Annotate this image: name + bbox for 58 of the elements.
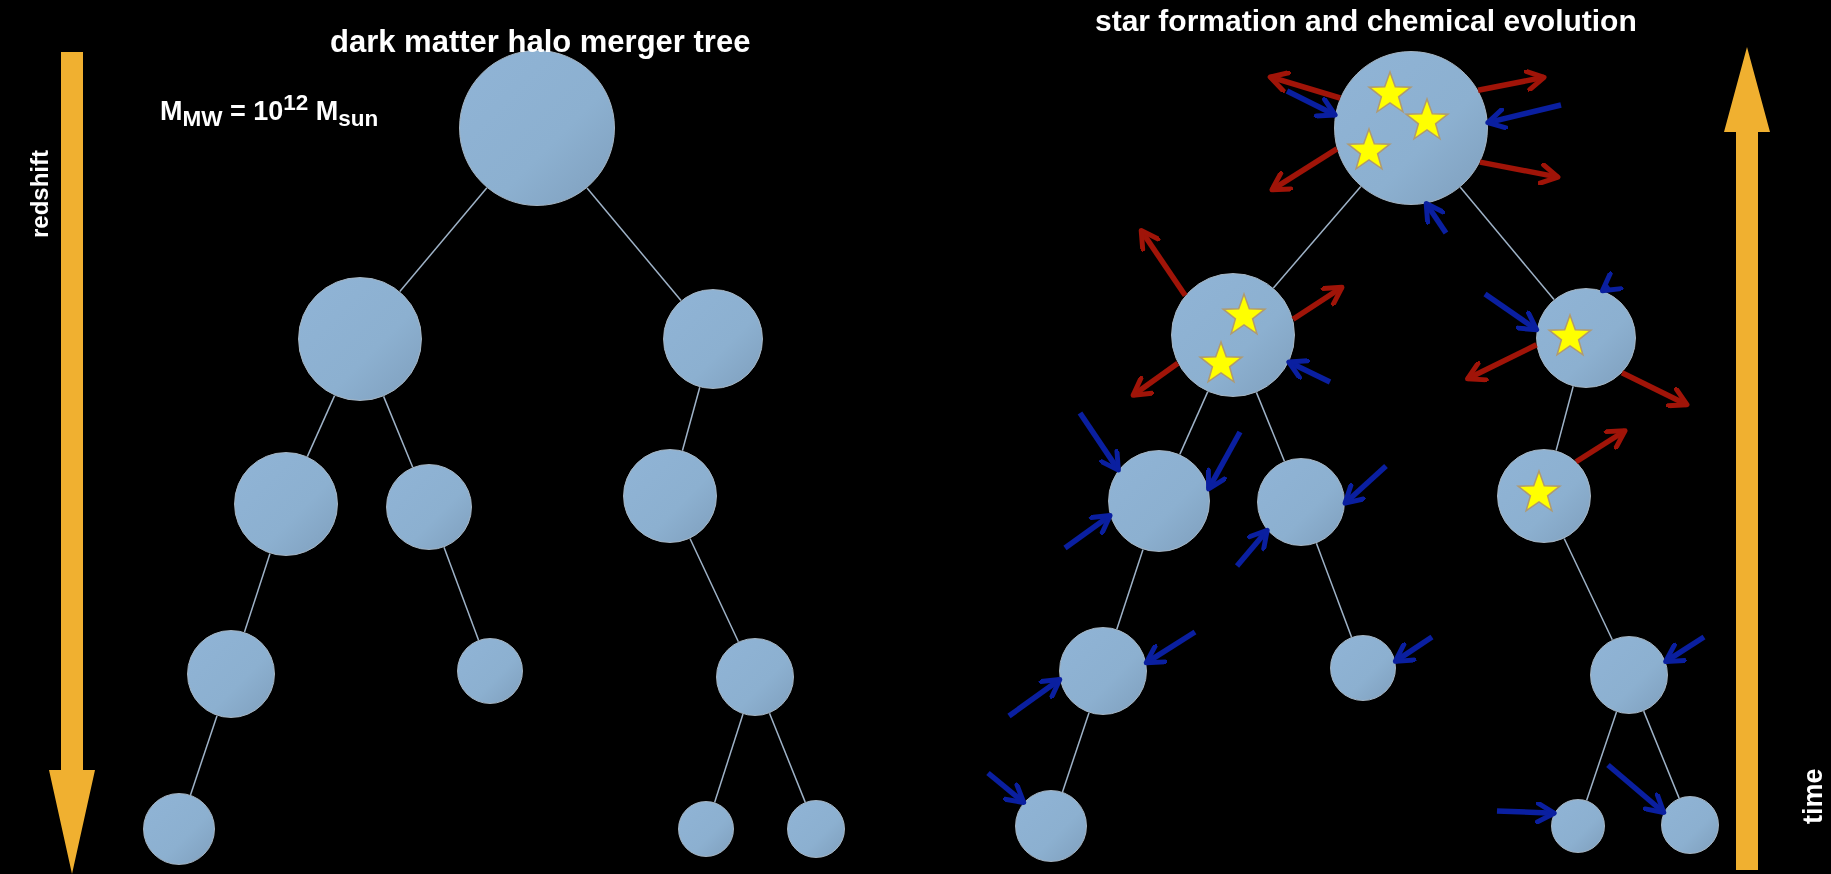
- halo-circle: [1108, 450, 1210, 552]
- arrow: [1077, 411, 1121, 473]
- connector-line: [1555, 385, 1574, 452]
- mass-label: M$_{MW}$ = 10$^{12}$ M$_{sun}$: [160, 92, 379, 131]
- arrow: [1423, 201, 1449, 235]
- connector-line: [713, 713, 744, 804]
- connector-line: [306, 394, 336, 458]
- connector-line: [1585, 711, 1618, 802]
- arrow: [1574, 428, 1628, 465]
- arrow: [1007, 677, 1063, 719]
- arrow: [1599, 271, 1624, 294]
- connector-line: [1642, 710, 1680, 799]
- arrow: [1267, 70, 1341, 101]
- panel-title: star formation and chemical evolution: [1095, 6, 1637, 36]
- connector-line: [689, 537, 740, 643]
- arrow: [1479, 159, 1561, 186]
- connector-line: [681, 386, 701, 452]
- arrow: [1392, 634, 1434, 664]
- arrow: [1291, 284, 1345, 322]
- connector-line: [399, 187, 488, 293]
- arrow: [1138, 228, 1188, 298]
- arrow: [1496, 800, 1557, 825]
- arrow: [986, 770, 1027, 805]
- connector-line: [189, 714, 218, 796]
- connector-line: [382, 395, 414, 468]
- arrow: [1205, 430, 1243, 492]
- axis-label: redshift: [28, 150, 52, 238]
- arrow: [1620, 370, 1690, 409]
- connector-line: [768, 712, 806, 803]
- connector-line: [1255, 391, 1286, 462]
- connector-line: [1563, 537, 1614, 641]
- arrow: [1483, 291, 1540, 333]
- arrow: [1286, 358, 1332, 385]
- arrow: [1063, 513, 1113, 551]
- arrow: [1234, 527, 1270, 568]
- connector-line: [1116, 548, 1144, 630]
- connector-line: [586, 187, 682, 302]
- halo-circle: [1551, 799, 1605, 853]
- connector-line: [243, 552, 271, 633]
- arrow: [1663, 634, 1706, 665]
- arrow: [1143, 629, 1197, 666]
- connector-line: [1272, 185, 1362, 289]
- arrow: [1465, 342, 1538, 383]
- arrow: [1477, 68, 1547, 93]
- arrow: [1269, 146, 1339, 193]
- connector-line: [1061, 711, 1090, 793]
- arrow: [1606, 762, 1667, 815]
- axis-label: time: [1800, 768, 1827, 824]
- arrow: [1130, 360, 1180, 398]
- connector-line: [1179, 390, 1209, 456]
- arrow: [1285, 88, 1338, 119]
- connector-line: [1459, 186, 1555, 301]
- arrow: [1485, 102, 1562, 131]
- halo-circle: [678, 801, 734, 857]
- connector-line: [1315, 542, 1353, 638]
- panel-title: dark matter halo merger tree: [330, 26, 751, 57]
- arrow: [1342, 463, 1388, 506]
- connector-line: [443, 546, 480, 641]
